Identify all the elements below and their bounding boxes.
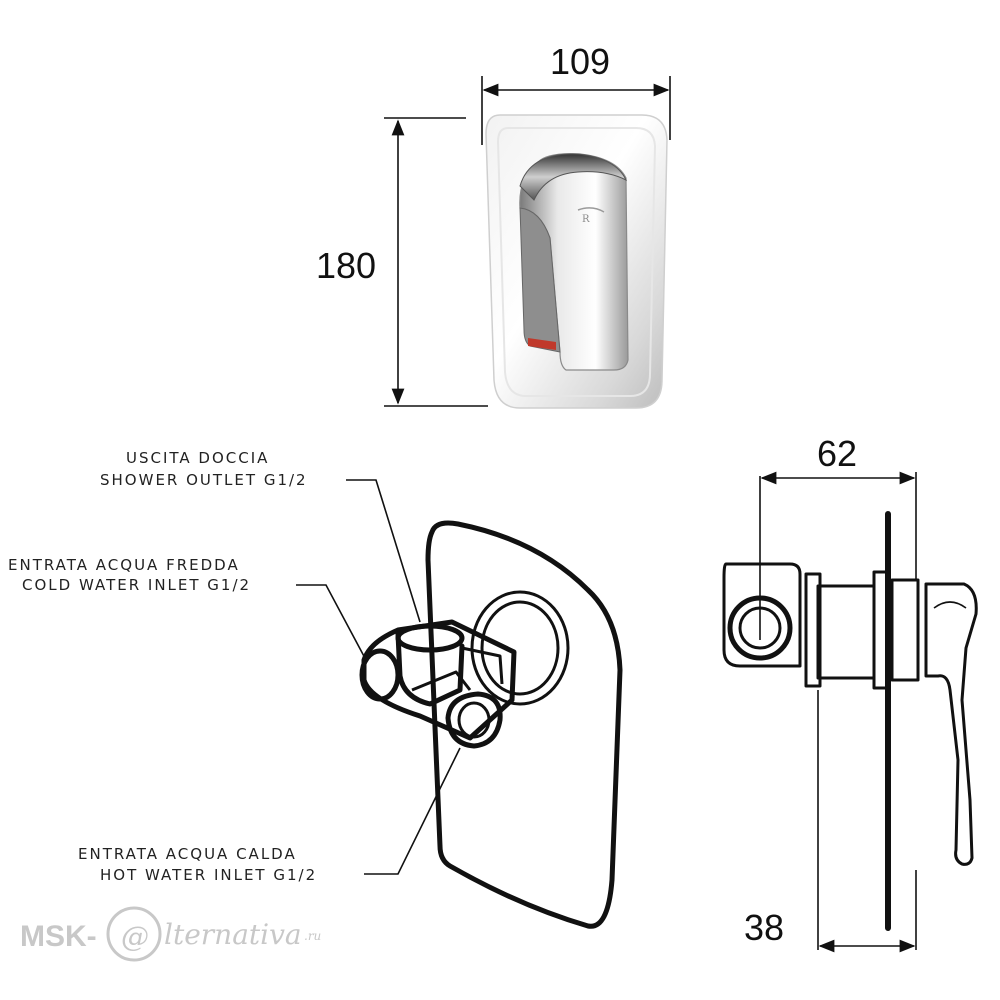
watermark-tld: .ru [304, 929, 321, 943]
inlet-ring-outer [727, 595, 793, 661]
inlet-ring-inner [738, 606, 782, 650]
valve-facet-1 [461, 646, 504, 685]
base-dimension-label: 38 [744, 907, 784, 948]
lever-top [519, 153, 628, 201]
cold-inlet-label-it: ENTRATA ACQUA FREDDA [8, 556, 240, 574]
side-lever [924, 582, 978, 866]
lever-edge [933, 601, 967, 609]
hot-inlet-label-en: HOT WATER INLET G1/2 [100, 866, 317, 884]
hot-inlet-label-it: ENTRATA ACQUA CALDA [78, 845, 297, 863]
side-view: 62 38 [722, 433, 978, 953]
height-dimension-label: 180 [316, 245, 376, 286]
shower-outlet-opening [395, 623, 465, 653]
watermark-suffix: lternativa [164, 918, 302, 951]
faceplate-bevel [496, 127, 657, 397]
handle-base [890, 578, 920, 682]
callouts: USCITA DOCCIA SHOWER OUTLET G1/2 ENTRATA… [8, 449, 461, 884]
hot-inlet-outer [445, 691, 503, 749]
watermark-at: @ [121, 920, 149, 953]
hot-inlet-opening [457, 701, 491, 739]
shower-outlet-leader [346, 479, 421, 623]
temperature-indicator [528, 338, 556, 350]
watermark-at-circle [106, 906, 162, 962]
valve-body [361, 619, 517, 741]
valve-cylinder [816, 584, 876, 680]
flange-outer [470, 590, 570, 706]
hot-inlet-leader [364, 747, 461, 875]
watermark-prefix: MSK- [20, 920, 97, 953]
front-view: 109 180 R [316, 41, 671, 409]
valve-ring [804, 572, 822, 688]
valve-facet-2 [411, 670, 472, 692]
shower-outlet-label-it: USCITA DOCCIA [126, 449, 269, 467]
brand-logo-icon: R [577, 207, 605, 225]
cold-inlet-leader [296, 584, 367, 661]
lever-side [519, 207, 561, 353]
flange-ring [872, 570, 890, 690]
inlet-housing [722, 562, 802, 668]
flange-inner [480, 600, 560, 696]
shower-outlet-label-en: SHOWER OUTLET G1/2 [100, 471, 308, 489]
cold-inlet-label-en: COLD WATER INLET G1/2 [22, 576, 251, 594]
cold-inlet-opening [359, 648, 401, 702]
isometric-view [359, 520, 623, 929]
svg-text:R: R [582, 214, 590, 225]
depth-dimension-label: 62 [817, 433, 857, 474]
width-dimension-label: 109 [550, 41, 610, 82]
watermark: MSK- @ lternativa .ru [20, 906, 321, 962]
plate-outline [425, 520, 623, 929]
